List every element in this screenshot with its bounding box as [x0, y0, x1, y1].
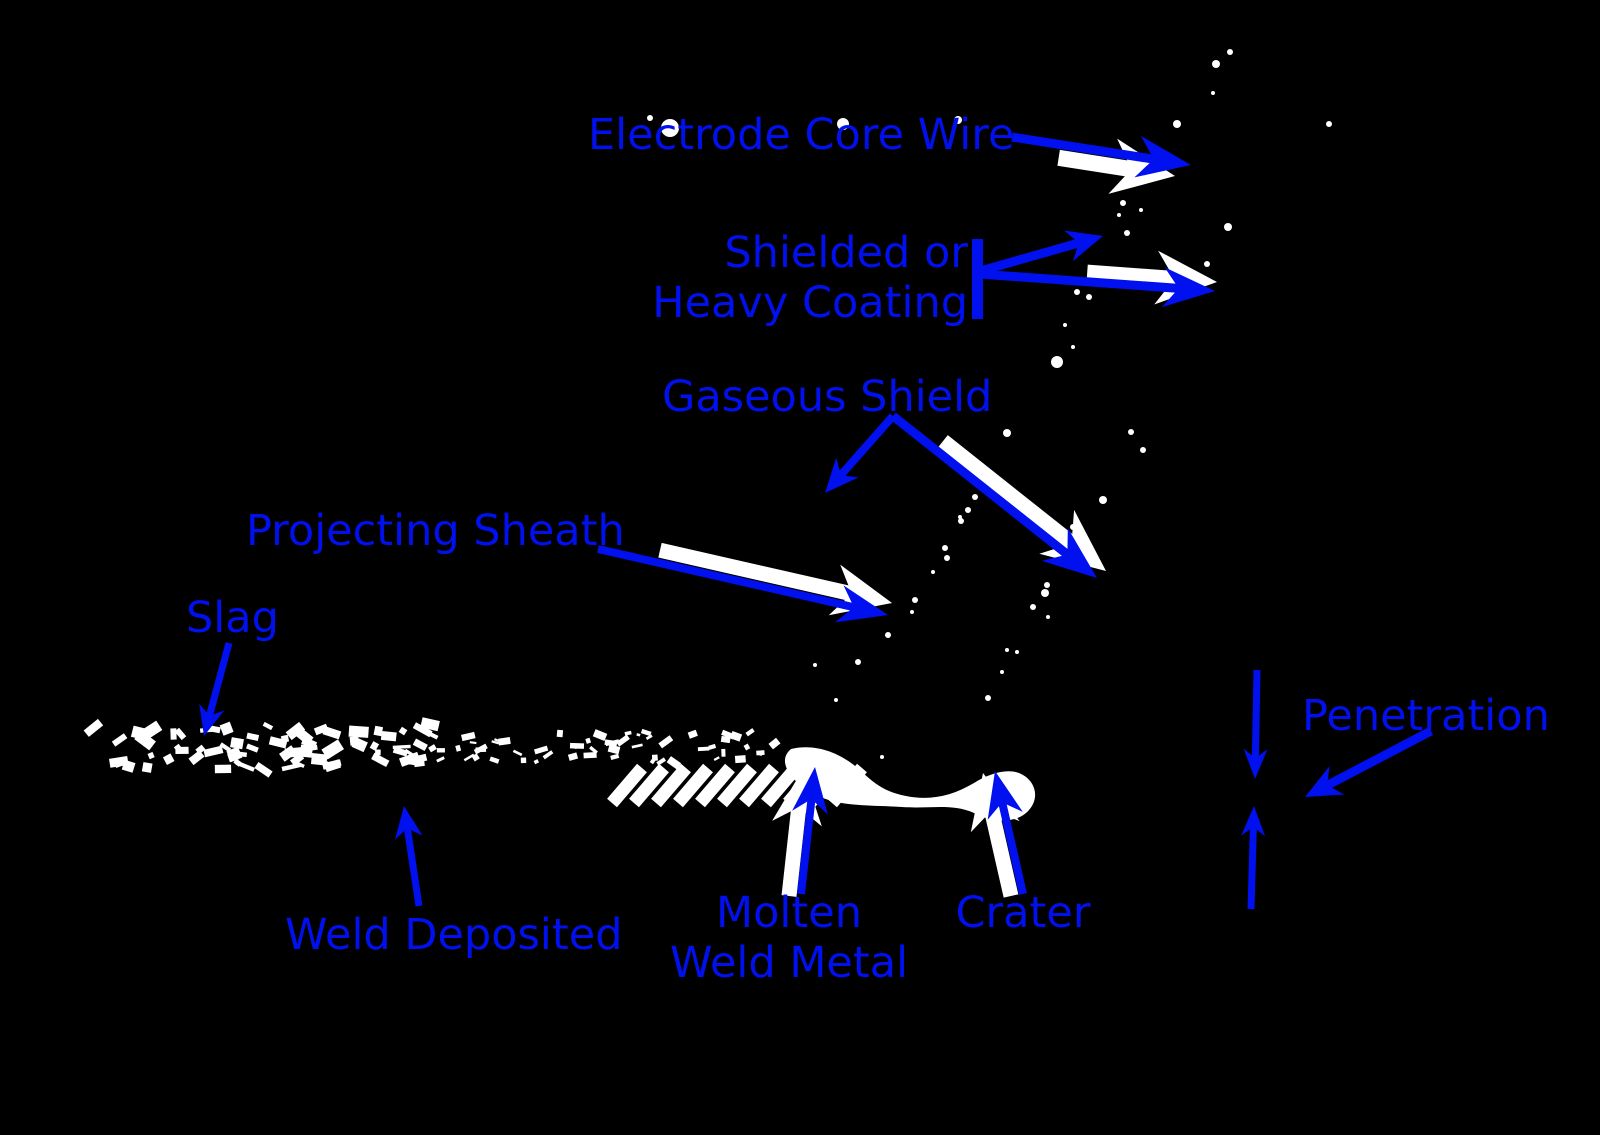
- label-molten-weld-metal: Molten Weld Metal: [670, 888, 908, 988]
- label-weld-deposited: Weld Deposited: [285, 910, 623, 960]
- gaseous-shield-left-arrow: [825, 413, 896, 493]
- weld-deposited-arrow: [394, 806, 423, 907]
- label-projecting-sheath: Projecting Sheath: [246, 506, 625, 556]
- label-electrode-core-wire: Electrode Core Wire: [588, 110, 1015, 160]
- coating-lower-arrow: [978, 250, 1217, 308]
- slag-arrow: [199, 642, 233, 736]
- electrode-core-wire-arrow: [1011, 132, 1191, 194]
- label-gaseous-shield: Gaseous Shield: [662, 372, 993, 422]
- label-molten-line1: Molten: [716, 888, 862, 938]
- label-crater: Crater: [955, 888, 1091, 938]
- label-slag: Slag: [186, 593, 279, 643]
- label-penetration: Penetration: [1302, 691, 1550, 741]
- crater-arrow: [970, 771, 1027, 898]
- molten-weld-metal-arrow: [772, 767, 828, 897]
- slag-texture: [83, 717, 781, 778]
- penetration-down-arrow: [1243, 669, 1268, 779]
- spatter-dots: [647, 49, 1332, 759]
- coating-upper-arrow: [975, 230, 1103, 277]
- molten-pool-shape: [784, 747, 1036, 821]
- projecting-sheath-arrow: [597, 542, 892, 623]
- coating-bracket-bar: [972, 239, 983, 319]
- label-shielded-or-heavy-coating: Shielded or Heavy Coating: [652, 228, 968, 328]
- penetration-label-arrow: [1305, 727, 1434, 797]
- gaseous-shield-right-arrow: [890, 412, 1106, 578]
- label-shielded-or-line1: Shielded or: [724, 228, 968, 278]
- penetration-up-arrow: [1241, 806, 1266, 910]
- label-weld-metal-line2: Weld Metal: [669, 938, 909, 988]
- label-heavy-coating-line2: Heavy Coating: [652, 278, 968, 328]
